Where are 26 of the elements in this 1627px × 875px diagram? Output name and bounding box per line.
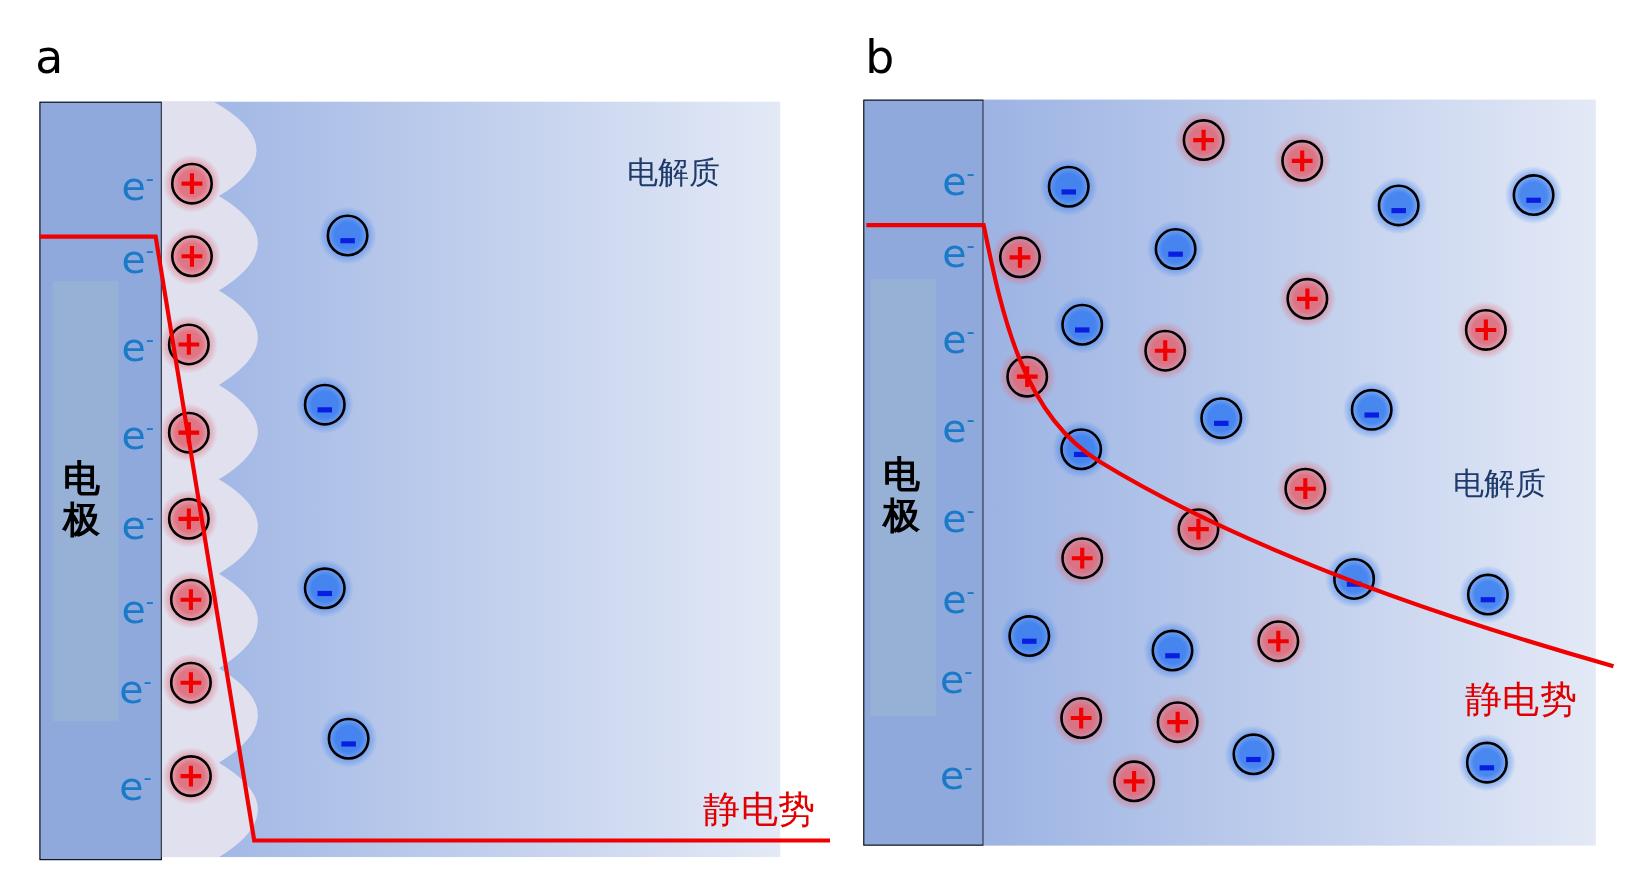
electron-label: e$^{-}$ bbox=[121, 235, 154, 280]
potential-label: 静电势 bbox=[703, 786, 816, 833]
electron-label: e$^{-}$ bbox=[942, 230, 975, 275]
electron-label: e$^{-}$ bbox=[119, 762, 152, 807]
electron-label: e$^{-}$ bbox=[121, 323, 154, 368]
electrode-block bbox=[863, 99, 984, 846]
panel-letter: a bbox=[35, 31, 64, 83]
electron-label: e$^{-}$ bbox=[940, 751, 973, 797]
electrode-label: 电极 bbox=[881, 453, 922, 537]
electron-label: e$^{-}$ bbox=[942, 316, 975, 361]
electron-label: e$^{-}$ bbox=[942, 494, 975, 540]
electron-label: e$^{-}$ bbox=[119, 665, 152, 711]
electron-label: e$^{-}$ bbox=[121, 501, 154, 547]
panel-letter: b bbox=[865, 31, 895, 83]
potential-label: 静电势 bbox=[1465, 676, 1578, 723]
electron-label: e$^{-}$ bbox=[942, 157, 975, 202]
electron-label: e$^{-}$ bbox=[121, 585, 154, 631]
electron-label: e$^{-}$ bbox=[940, 655, 973, 700]
electrode-block bbox=[39, 101, 162, 861]
electrolyte-label: 电解质 bbox=[1452, 463, 1546, 504]
electron-label: e$^{-}$ bbox=[942, 575, 975, 621]
electrolyte-label: 电解质 bbox=[626, 152, 721, 192]
electron-label: e$^{-}$ bbox=[121, 411, 154, 457]
electrode-label: 电极 bbox=[61, 457, 102, 541]
electron-label: e$^{-}$ bbox=[121, 162, 154, 208]
electron-label: e$^{-}$ bbox=[942, 404, 975, 449]
